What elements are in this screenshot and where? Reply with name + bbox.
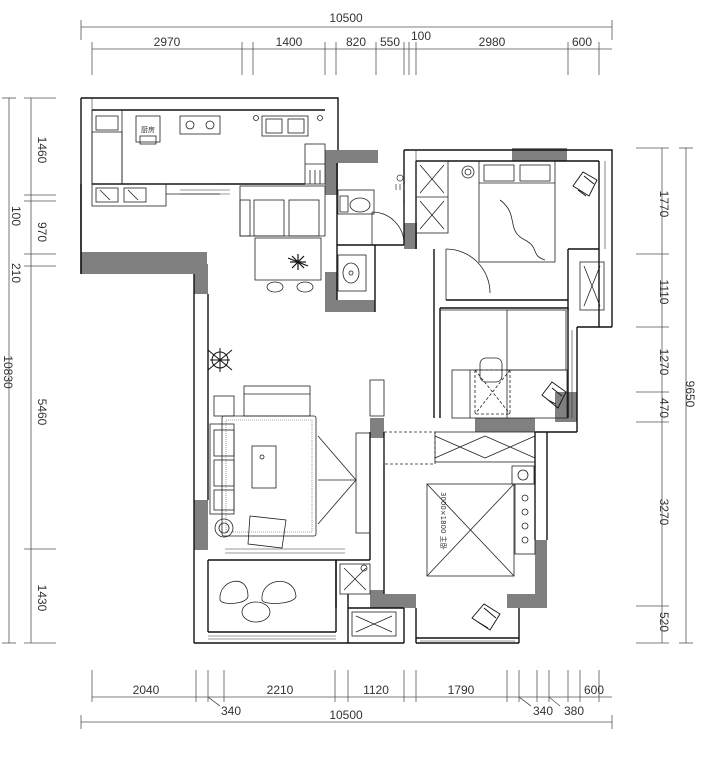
left-dim-2: 100 xyxy=(9,206,23,226)
kitchen xyxy=(91,109,326,207)
top-dimensions xyxy=(80,20,613,75)
tv-sightlines xyxy=(317,435,357,525)
study xyxy=(440,309,568,419)
bottom-dim-8: 600 xyxy=(584,683,604,697)
right-dimensions xyxy=(636,147,693,644)
right-dim-3: 1270 xyxy=(657,349,671,376)
bottom-dim-2: 340 xyxy=(221,704,241,718)
bottom-dim-1: 2040 xyxy=(133,683,160,697)
walls xyxy=(80,97,613,644)
top-dim-3: 820 xyxy=(346,35,366,49)
dining xyxy=(239,185,326,293)
right-dim-5: 3270 xyxy=(657,499,671,526)
wall-blocks xyxy=(81,148,577,608)
bottom-dim-6: 340 xyxy=(533,704,553,718)
right-dim-4: 470 xyxy=(657,398,671,418)
left-dim-3: 970 xyxy=(35,222,49,242)
kitchen-appliance-label: 厨房 xyxy=(141,125,155,134)
left-dim-4: 210 xyxy=(9,263,23,283)
left-dim-6: 1430 xyxy=(35,585,49,612)
bedroom2-chair-icon xyxy=(572,171,598,197)
living-plant-icon xyxy=(207,348,233,372)
bottom-dim-3: 2210 xyxy=(267,683,294,697)
left-dim-5: 5460 xyxy=(35,399,49,426)
top-dim-4: 550 xyxy=(380,35,400,49)
master-bedroom xyxy=(383,431,536,577)
dining-plant-icon xyxy=(287,254,309,270)
right-dim-2: 1110 xyxy=(657,280,671,305)
top-dim-7: 600 xyxy=(572,35,592,49)
bottom-dim-7: 380 xyxy=(564,704,584,718)
left-dimensions xyxy=(2,97,56,644)
bottom-dimensions xyxy=(80,670,613,729)
bottom-dim-4: 1120 xyxy=(363,683,389,697)
second-bedroom xyxy=(415,160,605,311)
study-chair-icon xyxy=(541,381,567,409)
bathroom xyxy=(337,189,491,300)
master-bed-label: 3000×1800 主卧 xyxy=(439,492,448,550)
right-total-dim: 9650 xyxy=(683,381,697,408)
left-dim-1: 1460 xyxy=(35,137,49,164)
right-dim-1: 1770 xyxy=(657,191,671,218)
top-dim-1: 2970 xyxy=(154,35,181,49)
top-dim-6: 2980 xyxy=(479,35,506,49)
living-room xyxy=(209,379,385,549)
bottom-dim-5: 1790 xyxy=(448,683,475,697)
shower-icon xyxy=(395,174,405,190)
bottom-total-dim: 10500 xyxy=(329,708,363,722)
top-dim-5: 100 xyxy=(411,29,431,43)
left-total-dim: 10830 xyxy=(1,355,15,389)
balcony xyxy=(219,563,397,637)
right-dim-6: 520 xyxy=(657,612,671,632)
master-chair-icon xyxy=(471,603,501,631)
top-dim-2: 1400 xyxy=(276,35,303,49)
top-total-dim: 10500 xyxy=(329,11,363,25)
